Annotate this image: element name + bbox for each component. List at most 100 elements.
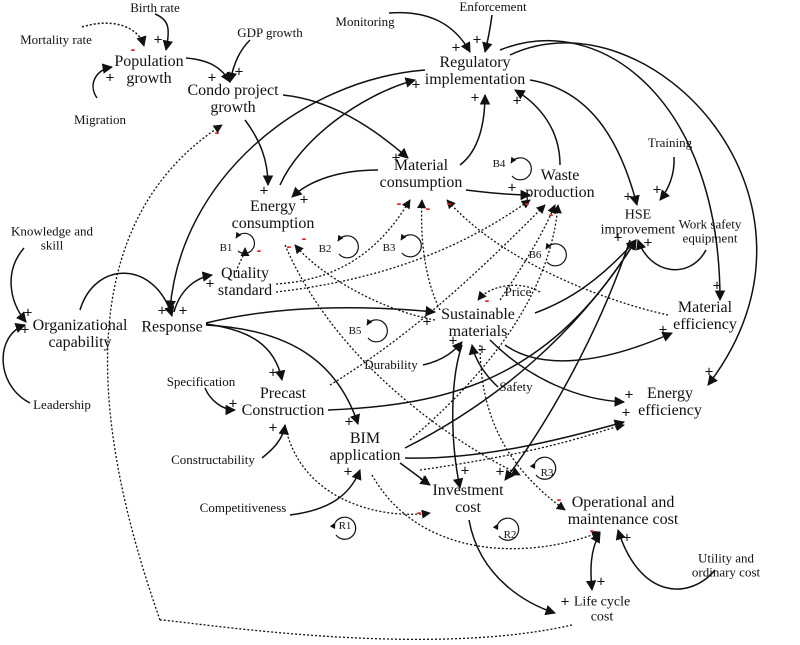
polarity-minus: - <box>484 292 490 308</box>
loop-arc-r1 <box>329 516 357 540</box>
polarity-plus: + <box>495 463 505 481</box>
node-migration: Migration <box>74 112 126 128</box>
link-material-waste <box>465 189 532 201</box>
link-bim-energy-efficiency <box>404 419 626 459</box>
loop-label-b5: B5 <box>348 325 362 337</box>
polarity-plus: + <box>268 419 278 437</box>
loop-arc-b5 <box>366 318 388 343</box>
polarity-plus: + <box>23 304 33 322</box>
loop-arc-r3 <box>529 456 557 480</box>
node-mortality-rate: Mortality rate <box>20 32 92 48</box>
polarity-plus: + <box>20 321 30 339</box>
link-sustainable-om <box>479 344 566 511</box>
link-specification-precast <box>204 387 237 416</box>
link-regulatory-response <box>165 69 426 312</box>
node-monitoring: Monitoring <box>335 14 395 30</box>
link-work-safety-hse <box>636 239 707 271</box>
polarity-minus: - <box>256 242 262 258</box>
link-enforcement-regulatory <box>482 14 493 54</box>
polarity-plus: + <box>652 181 662 199</box>
loop-arc-b1 <box>235 231 256 254</box>
link-waste-regulatory <box>514 89 561 166</box>
link-regulatory-hse <box>529 79 640 207</box>
link-constructability-precast <box>261 423 289 459</box>
link-sustainable-material-efficiency <box>504 332 673 362</box>
loop-label-r1: R1 <box>338 520 352 532</box>
polarity-minus: - <box>416 504 422 520</box>
polarity-plus: + <box>391 149 401 167</box>
polarity-minus: - <box>425 200 431 216</box>
link-durability-sustainable <box>422 341 463 366</box>
link-quality-energy <box>235 247 250 273</box>
link-utility-om <box>615 528 716 590</box>
link-hse-investment <box>504 239 631 481</box>
polarity-plus: + <box>624 386 634 404</box>
polarity-plus: + <box>422 313 432 331</box>
polarity-plus: + <box>512 92 522 110</box>
link-bim-investment <box>399 462 431 486</box>
node-response: Response <box>141 318 203 336</box>
link-safety-sustainable <box>468 343 499 388</box>
polarity-minus: - <box>301 230 307 246</box>
node-gdp-growth: GDP growth <box>237 25 303 41</box>
link-investment-lifecycle <box>468 519 556 616</box>
link-response-sustainable <box>205 305 437 324</box>
polarity-plus: + <box>207 69 217 87</box>
polarity-plus: + <box>299 191 309 209</box>
polarity-minus: - <box>446 195 452 211</box>
polarity-plus: + <box>105 69 115 87</box>
link-energy-regulatory <box>279 77 417 186</box>
link-quality-material <box>275 199 411 285</box>
link-bim-energy-dotted <box>419 422 625 471</box>
polarity-plus: + <box>460 462 470 480</box>
node-specification: Specification <box>166 374 236 390</box>
polarity-minus: - <box>130 41 136 57</box>
polarity-plus: + <box>228 395 238 413</box>
loop-arc-b6 <box>545 242 567 267</box>
polarity-plus: + <box>234 63 244 81</box>
polarity-plus: + <box>411 76 421 94</box>
node-safety: Safety <box>499 379 533 395</box>
link-price-sustainable <box>477 284 541 301</box>
loop-arc-r2 <box>492 517 520 541</box>
polarity-plus: + <box>704 363 714 381</box>
loop-label-r2: R2 <box>503 529 517 541</box>
link-birth-population <box>154 13 174 52</box>
node-enforcement: Enforcement <box>459 0 527 15</box>
polarity-minus: - <box>548 206 554 222</box>
link-bim-waste <box>409 204 562 441</box>
link-competitiveness-bim <box>289 469 362 516</box>
link-material-efficiency-material <box>446 199 669 316</box>
polarity-plus: + <box>472 31 482 49</box>
loop-arc-b3 <box>400 233 422 258</box>
link-response-bim <box>205 324 360 425</box>
polarity-plus: + <box>623 188 633 206</box>
polarity-plus: + <box>507 179 517 197</box>
polarity-plus: + <box>419 471 429 489</box>
link-condo-energy <box>244 119 274 187</box>
link-quality-waste <box>275 199 531 293</box>
polarity-plus: + <box>560 593 570 611</box>
node-birth-rate: Birth rate <box>130 0 180 16</box>
polarity-plus: + <box>622 529 632 547</box>
link-monitoring-regulatory <box>388 11 471 53</box>
loop-label-b1: B1 <box>219 242 233 254</box>
polarity-minus: - <box>524 195 530 211</box>
link-lifecycle-dotted <box>159 619 573 640</box>
link-sustainable-energy-efficiency <box>489 339 626 407</box>
